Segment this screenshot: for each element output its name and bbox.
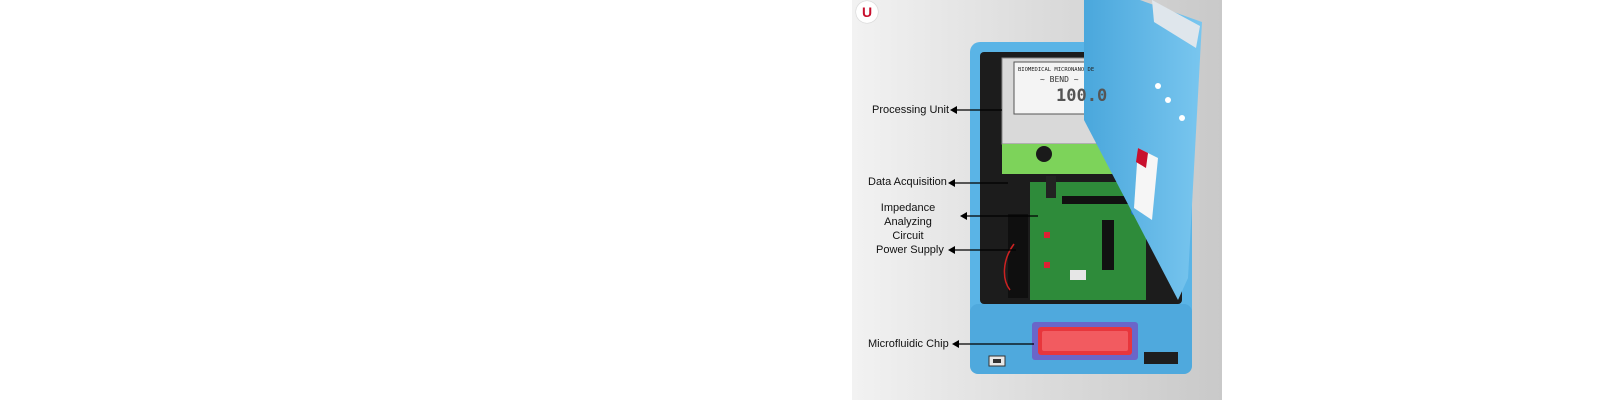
arrowhead <box>948 179 955 187</box>
arrowhead <box>952 340 959 348</box>
pin-header <box>1062 196 1130 204</box>
device-figure: BIOMEDICAL MICRONANO DE ~ BEND ~ 100.0 U… <box>852 0 1222 400</box>
white-component <box>1070 270 1086 280</box>
lid-sticker <box>1134 148 1158 220</box>
label-impedance-circuit: Impedance Analyzing Circuit <box>856 201 960 243</box>
device-illustration <box>852 0 1222 400</box>
lid-sticker-logo <box>1136 148 1148 168</box>
label-impedance-line2: Circuit <box>892 230 924 242</box>
label-data-acquisition: Data Acquisition <box>868 176 947 188</box>
lid-button <box>1155 83 1161 89</box>
buzzer <box>1036 146 1052 162</box>
label-microfluidic-chip: Microfluidic Chip <box>868 338 949 350</box>
lcd-header-text: BIOMEDICAL MICRONANO DE <box>1018 67 1095 73</box>
side-connector <box>1144 352 1178 364</box>
arrowhead <box>960 212 967 220</box>
lid-button <box>1179 115 1185 121</box>
arrowhead <box>948 246 955 254</box>
label-impedance-line1: Impedance Analyzing <box>880 202 936 228</box>
lcd-board <box>1002 144 1114 174</box>
usb-port-inner <box>993 359 1001 363</box>
lid-button <box>1165 97 1171 103</box>
lcd-subheader-text: ~ BEND ~ <box>1040 75 1079 84</box>
red-component <box>1044 262 1050 268</box>
ic-chip <box>1102 220 1114 270</box>
chip-channel <box>1042 331 1128 351</box>
board-connector <box>1046 176 1056 198</box>
lcd-reading-text: 100.0 <box>1056 86 1108 106</box>
power-wire <box>1003 243 1015 291</box>
red-component <box>1044 232 1050 238</box>
lid-window <box>1152 0 1200 48</box>
label-power-supply: Power Supply <box>876 244 944 256</box>
arrowhead <box>950 106 957 114</box>
logo-letter: U <box>861 4 873 20</box>
battery <box>1008 214 1028 298</box>
university-logo: U <box>856 1 878 23</box>
label-processing-unit: Processing Unit <box>872 104 950 116</box>
device-lid <box>1084 0 1202 300</box>
